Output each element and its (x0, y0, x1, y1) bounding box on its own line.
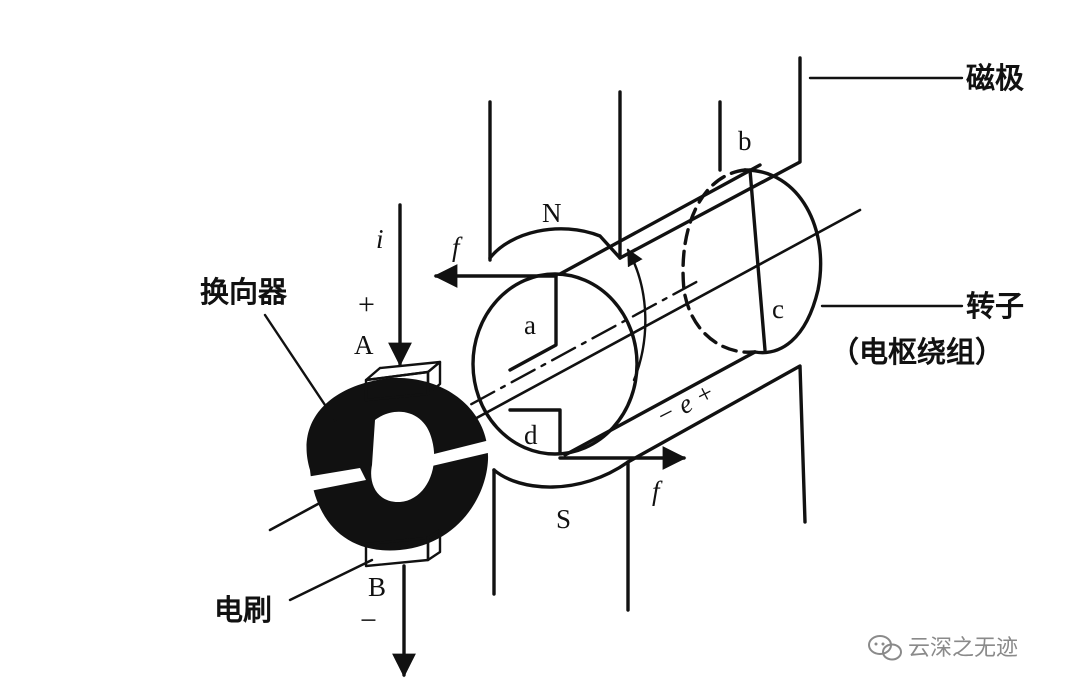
label-conductor-b: b (738, 126, 752, 156)
watermark: 云深之无迹 (868, 635, 1018, 661)
label-force-top: f (452, 232, 463, 262)
brush-b (364, 528, 442, 568)
label-current: i (376, 224, 384, 254)
label-conductor-d: d (524, 420, 538, 450)
label-conductor-a: a (524, 310, 536, 340)
label-emf: − e + (651, 376, 720, 431)
pole-n (488, 56, 802, 262)
leader-commutator (263, 313, 337, 422)
watermark-text: 云深之无迹 (908, 636, 1018, 661)
label-minus: − (360, 604, 377, 637)
label-armature-winding: （电枢绕组） (830, 335, 1004, 369)
label-pole-n: N (542, 198, 562, 228)
label-pole-s: S (556, 504, 571, 534)
label-plus: + (358, 288, 375, 321)
label-force-bottom: f (652, 476, 663, 506)
label-commutator: 换向器 (200, 275, 288, 309)
pole-s (492, 364, 807, 612)
label-magnetic-pole: 磁极 (966, 61, 1024, 95)
leader-brush (288, 558, 374, 602)
label-brush-a: A (354, 330, 374, 360)
rotor-cylinder (471, 163, 823, 457)
label-conductor-c: c (772, 294, 784, 324)
brush-a (364, 360, 442, 402)
label-brush-b: B (368, 572, 386, 602)
label-brush: 电刷 (214, 593, 272, 627)
commutator (300, 377, 492, 551)
label-rotor: 转子 (966, 289, 1024, 323)
wechat-icon (868, 635, 902, 661)
